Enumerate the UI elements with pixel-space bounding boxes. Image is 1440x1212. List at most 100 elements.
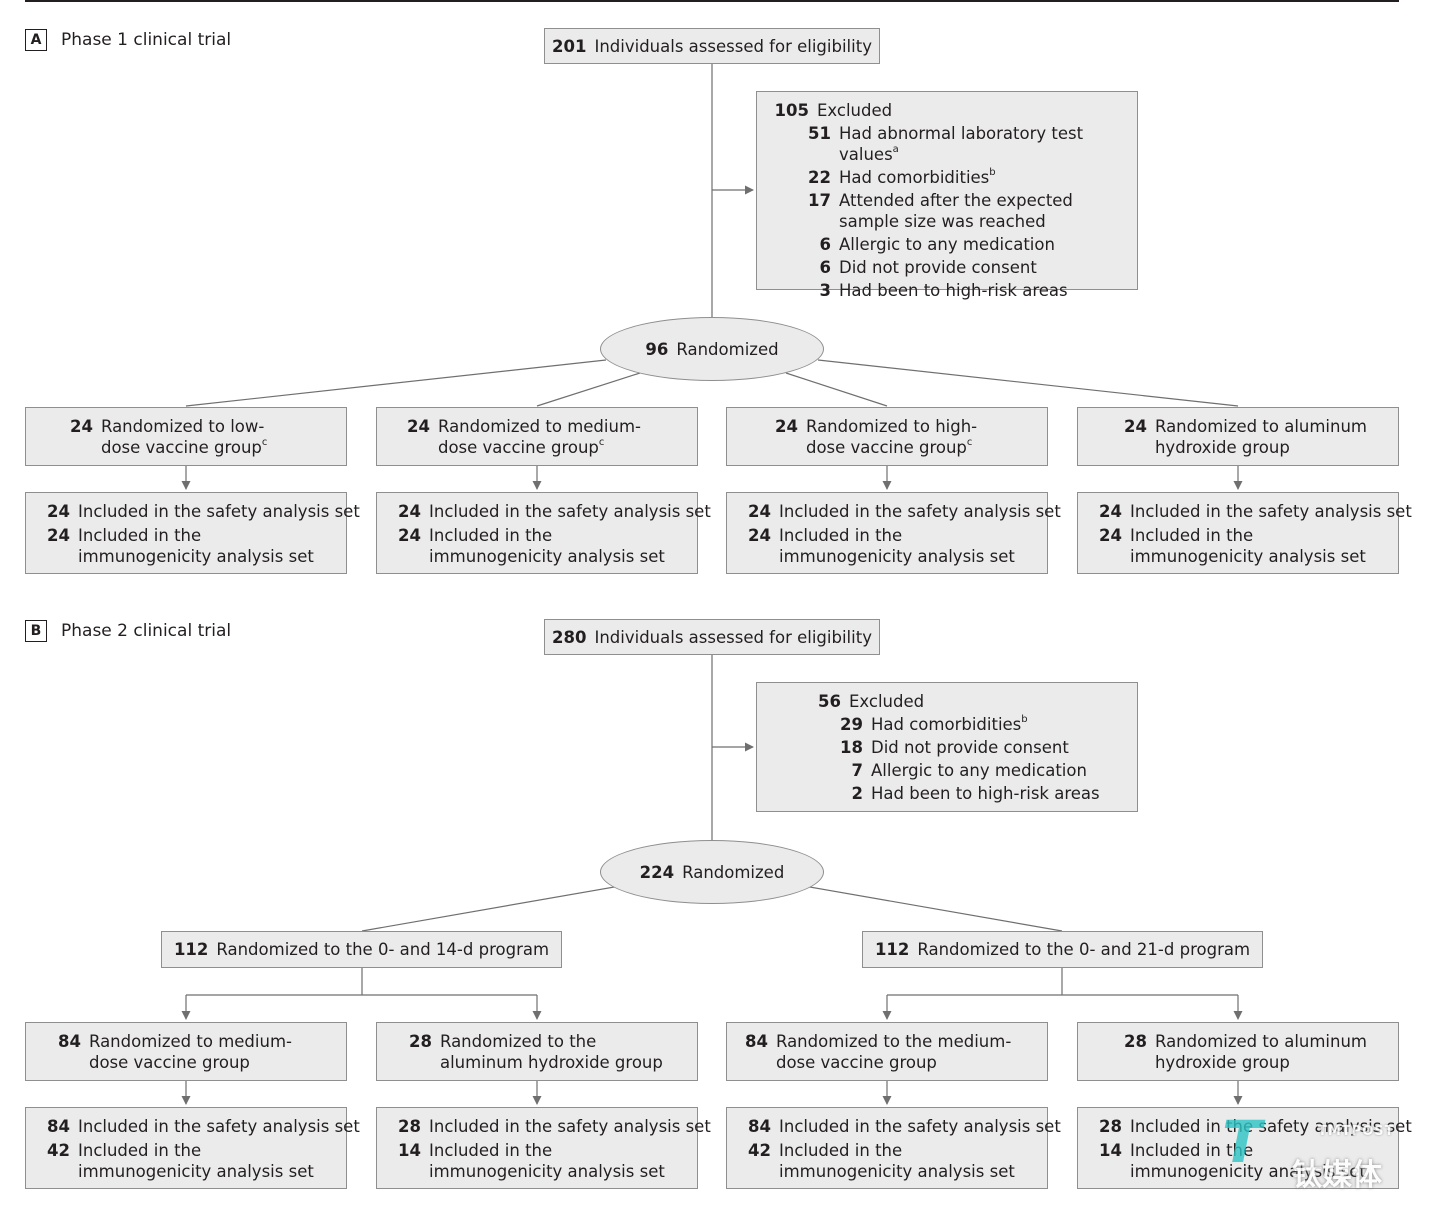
phase2-randomized-count: 224 [639,862,675,882]
reason-count: 3 [819,281,831,300]
reason-text: Had comorbidities [871,715,1022,734]
phase2-analysis-box: 84 Included in the safety analysis set 42… [726,1107,1061,1189]
immunogenicity-label: Included in the immunogenicity analysis … [1130,526,1366,566]
safety-count: 24 [47,502,70,521]
immunogenicity-count: 42 [748,1141,771,1160]
phase1-group-box: 24 Randomized to high-dose vaccine groupc [726,407,1048,466]
top-rule [25,0,1399,2]
safety-label: Included in the safety analysis set [429,1117,711,1136]
safety-count: 84 [748,1117,771,1136]
phase2-analysis-box: 28 Included in the safety analysis set 14… [1077,1107,1412,1189]
group-label: Randomized to high-dose vaccine group [805,417,978,457]
safety-count: 28 [1099,1117,1122,1136]
safety-count: 24 [748,502,771,521]
reason-text: Had comorbidities [839,168,990,187]
panel-a-letter: A [25,29,47,51]
watermark-text: 钛媒体 [1292,1158,1382,1193]
phase1-randomized-count: 96 [645,339,669,359]
group-count: 84 [745,1032,768,1051]
reason-text: Had been to high-risk areas [871,784,1100,803]
safety-label: Included in the safety analysis set [1130,1117,1412,1136]
reason-text: Did not provide consent [871,738,1069,757]
safety-label: Included in the safety analysis set [78,1117,360,1136]
phase2-excluded-label: Excluded [849,692,925,711]
safety-count: 24 [1099,502,1122,521]
program-label: Randomized to the 0- and 14-d program [216,940,550,959]
footnote-mark: b [1021,713,1028,725]
reason-text: Allergic to any medication [871,761,1087,780]
phase1-excluded-count: 105 [774,101,809,120]
immunogenicity-count: 14 [1099,1141,1122,1160]
phase2-assessed-count: 280 [552,627,587,647]
reason-count: 2 [851,784,863,803]
reason-count: 29 [840,715,863,734]
phase1-assessed-count: 201 [552,36,587,56]
immunogenicity-label: Included in the immunogenicity analysis … [1130,1141,1366,1181]
safety-label: Included in the safety analysis set [779,502,1061,521]
phase1-analysis-box: 24 Included in the safety analysis set 24… [1077,492,1412,574]
immunogenicity-count: 24 [398,526,421,545]
immunogenicity-label: Included in the immunogenicity analysis … [429,526,665,566]
phase1-excluded-label: Excluded [817,101,893,120]
program-box-21d: 112 Randomized to the 0- and 21-d progra… [862,931,1263,968]
reason-text: Had been to high-risk areas [839,281,1068,300]
phase2-randomized-oval: 224 Randomized [600,840,824,904]
phase2-group-box: 84 Randomized to medium-dose vaccine grou… [25,1022,347,1081]
group-label: Randomized to the aluminum hydroxide gro… [439,1032,663,1072]
phase1-group-box: 24 Randomized to aluminum hydroxide group [1077,407,1399,466]
panel-b-title: Phase 2 clinical trial [61,621,232,641]
immunogenicity-count: 24 [47,526,70,545]
footnote-mark: c [966,436,973,448]
safety-label: Included in the safety analysis set [429,502,711,521]
group-label: Randomized to medium-dose vaccine group [88,1032,292,1072]
immunogenicity-label: Included in the immunogenicity analysis … [429,1141,665,1181]
footnote-mark: c [598,436,605,448]
immunogenicity-count: 24 [748,526,771,545]
immunogenicity-label: Included in the immunogenicity analysis … [78,1141,314,1181]
group-count: 24 [775,417,798,436]
group-label: Randomized to low-dose vaccine group [100,417,265,457]
panel-a-title: Phase 1 clinical trial [61,30,232,50]
phase1-assessed-label: Individuals assessed for eligibility [594,36,872,56]
group-count: 24 [1124,417,1147,436]
reason-text: Allergic to any medication [839,235,1055,254]
immunogenicity-count: 24 [1099,526,1122,545]
group-count: 24 [70,417,93,436]
reason-count: 22 [808,168,831,187]
watermark-logo-icon: T [1222,1108,1262,1176]
safety-count: 24 [398,502,421,521]
program-count: 112 [173,940,209,959]
program-count: 112 [874,940,910,959]
safety-label: Included in the safety analysis set [1130,502,1412,521]
footnote-mark: c [261,436,268,448]
immunogenicity-label: Included in the immunogenicity analysis … [779,526,1015,566]
group-label: Randomized to aluminum hydroxide group [1154,417,1368,457]
phase2-excluded-count: 56 [818,692,841,711]
reason-text: Had abnormal laboratory test values [839,124,1084,164]
panel-b-letter: B [25,620,47,642]
footnote-mark: b [989,166,996,178]
reason-count: 6 [819,235,831,254]
safety-count: 84 [47,1117,70,1136]
group-count: 84 [58,1032,81,1051]
program-label: Randomized to the 0- and 21-d program [917,940,1251,959]
group-count: 24 [407,417,430,436]
reason-count: 7 [851,761,863,780]
safety-label: Included in the safety analysis set [779,1117,1061,1136]
footnote-mark: a [892,143,899,155]
group-label: Randomized to aluminum hydroxide group [1154,1032,1368,1072]
panel-b-label: B Phase 2 clinical trial [25,620,231,642]
reason-count: 17 [808,191,831,210]
phase2-assessed-label: Individuals assessed for eligibility [594,627,872,647]
safety-label: Included in the safety analysis set [78,502,360,521]
program-box-14d: 112 Randomized to the 0- and 14-d progra… [161,931,562,968]
immunogenicity-label: Included in the immunogenicity analysis … [779,1141,1015,1181]
